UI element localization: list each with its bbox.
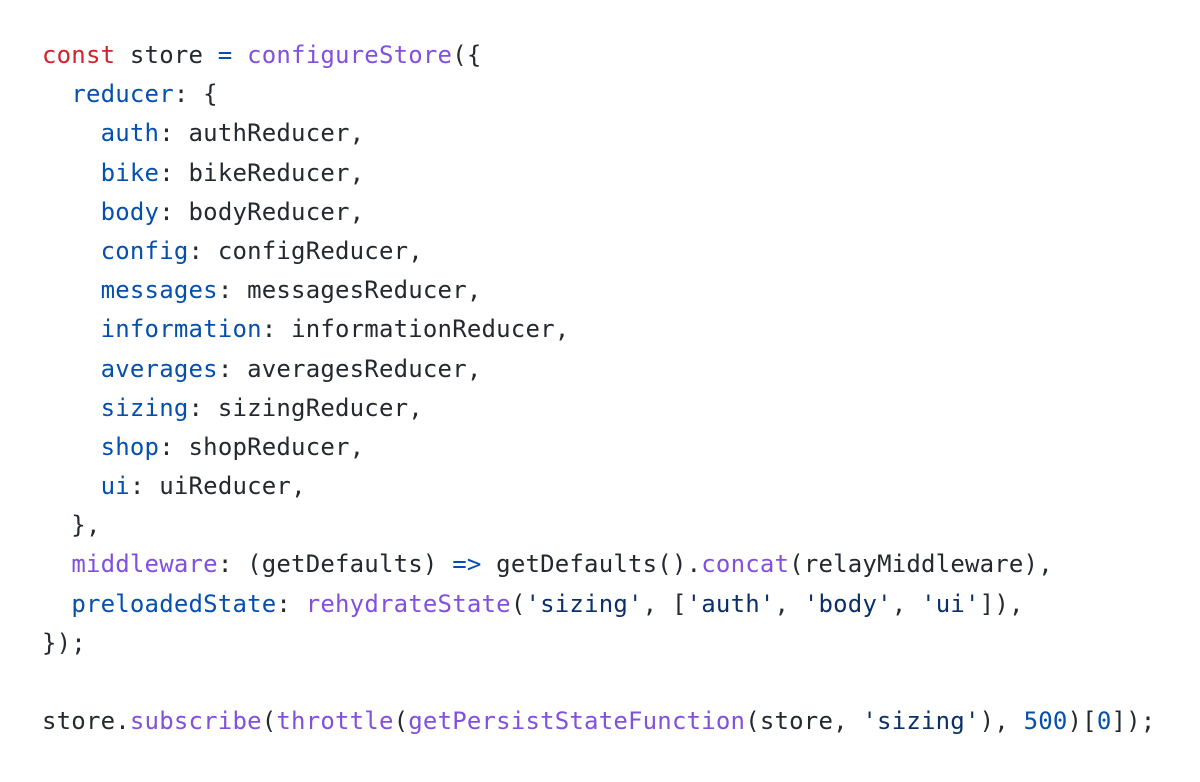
code-token-string: 'auth' bbox=[686, 589, 775, 618]
code-token-property: sizing bbox=[100, 393, 189, 422]
code-token-plain: )[ bbox=[1067, 707, 1097, 736]
code-token-function: throttle bbox=[276, 707, 394, 736]
code-token-property: ui bbox=[100, 472, 130, 501]
code-line: store.subscribe(throttle(getPersistState… bbox=[42, 702, 1200, 741]
code-line: }, bbox=[42, 506, 1200, 545]
code-line: middleware: (getDefaults) => getDefaults… bbox=[42, 545, 1200, 584]
code-token-plain bbox=[42, 237, 101, 265]
code-line: body: bodyReducer, bbox=[42, 193, 1200, 232]
code-token-property: shop bbox=[100, 432, 160, 461]
code-token-plain: : sizingReducer, bbox=[188, 393, 423, 422]
code-line: information: informationReducer, bbox=[42, 310, 1200, 349]
code-line: sizing: sizingReducer, bbox=[42, 389, 1200, 428]
code-token-plain: ({ bbox=[452, 41, 482, 69]
code-token-plain bbox=[42, 394, 101, 422]
code-line: preloadedState: rehydrateState('sizing',… bbox=[42, 585, 1200, 624]
code-token-plain bbox=[42, 433, 101, 461]
code-token-function: subscribe bbox=[129, 707, 262, 736]
code-token-plain: : { bbox=[173, 80, 218, 109]
code-line: auth: authReducer, bbox=[42, 114, 1200, 153]
code-token-function: middleware bbox=[71, 550, 218, 579]
code-token-plain: (relayMiddleware), bbox=[789, 550, 1053, 579]
code-token-plain: , bbox=[774, 589, 804, 618]
code-token-plain bbox=[42, 590, 71, 618]
code-token-operator: = bbox=[217, 41, 233, 69]
code-token-plain: : messagesReducer, bbox=[217, 276, 482, 305]
code-token-plain bbox=[42, 315, 101, 343]
code-token-plain: store bbox=[115, 41, 218, 69]
code-line: shop: shopReducer, bbox=[42, 428, 1200, 467]
code-token-plain: (store, bbox=[745, 707, 863, 736]
code-token-plain bbox=[42, 355, 101, 383]
code-token-plain: ]), bbox=[979, 589, 1024, 618]
code-token-plain: , [ bbox=[642, 589, 687, 618]
code-token-keyword: const bbox=[42, 41, 116, 69]
code-token-plain: : authReducer, bbox=[159, 119, 365, 148]
code-line: const store = configureStore({ bbox=[42, 36, 1200, 75]
code-token-plain: ]); bbox=[1111, 707, 1156, 736]
code-token-plain bbox=[42, 198, 101, 226]
code-token-property: averages bbox=[100, 354, 218, 383]
code-token-plain: ( bbox=[393, 707, 409, 736]
code-token-plain: : shopReducer, bbox=[159, 432, 365, 461]
code-token-plain bbox=[42, 550, 71, 578]
code-token-function: rehydrateState bbox=[305, 589, 511, 618]
code-token-string: 'body' bbox=[803, 589, 892, 618]
code-token-plain: : averagesReducer, bbox=[217, 354, 482, 383]
code-token-plain: : informationReducer, bbox=[261, 315, 570, 344]
code-token-property: body bbox=[100, 197, 160, 226]
code-token-string: 'sizing' bbox=[525, 589, 643, 618]
code-token-plain: }); bbox=[42, 628, 86, 657]
code-token-number: 0 bbox=[1096, 707, 1112, 736]
code-token-property: auth bbox=[100, 119, 160, 148]
code-token-property: reducer bbox=[71, 80, 174, 109]
code-line: averages: averagesReducer, bbox=[42, 350, 1200, 389]
code-token-plain: ( bbox=[261, 707, 277, 736]
code-token-function: concat bbox=[701, 550, 790, 579]
code-token-property: information bbox=[100, 315, 262, 344]
code-token-plain: : (getDefaults) bbox=[217, 550, 453, 579]
code-line bbox=[42, 663, 1200, 702]
code-token-plain: : configReducer, bbox=[188, 236, 423, 265]
code-token-plain bbox=[42, 159, 101, 187]
code-token-plain: : uiReducer, bbox=[129, 472, 306, 501]
code-token-plain: : bikeReducer, bbox=[159, 158, 365, 187]
code-token-plain: : bodyReducer, bbox=[159, 197, 365, 226]
code-token-property: messages bbox=[100, 276, 218, 305]
code-token-plain bbox=[42, 276, 101, 304]
code-token-string: 'sizing' bbox=[862, 707, 980, 736]
code-token-property: preloadedState bbox=[71, 589, 277, 618]
code-token-plain: ( bbox=[510, 589, 526, 618]
code-token-plain bbox=[42, 472, 101, 500]
code-token-plain: store. bbox=[42, 707, 130, 736]
code-token-plain bbox=[42, 80, 71, 108]
code-token-plain: ), bbox=[979, 707, 1024, 736]
code-token-plain bbox=[232, 41, 247, 69]
code-token-plain: , bbox=[891, 589, 922, 618]
code-token-plain: getDefaults(). bbox=[481, 550, 702, 579]
code-token-plain: }, bbox=[42, 511, 101, 540]
code-token-operator: => bbox=[452, 550, 482, 579]
code-token-property: config bbox=[100, 236, 189, 265]
code-token-property: bike bbox=[100, 158, 160, 187]
code-line: config: configReducer, bbox=[42, 232, 1200, 271]
code-line: ui: uiReducer, bbox=[42, 467, 1200, 506]
code-token-string: 'ui' bbox=[921, 589, 980, 618]
code-token-function: getPersistStateFunction bbox=[408, 707, 746, 736]
code-line: reducer: { bbox=[42, 75, 1200, 114]
code-token-function: configureStore bbox=[247, 41, 453, 69]
code-line: messages: messagesReducer, bbox=[42, 271, 1200, 310]
code-token-plain bbox=[42, 119, 101, 147]
code-line: bike: bikeReducer, bbox=[42, 154, 1200, 193]
code-token-number: 500 bbox=[1023, 707, 1068, 736]
code-line: }); bbox=[42, 624, 1200, 663]
code-token-plain: : bbox=[276, 589, 306, 618]
